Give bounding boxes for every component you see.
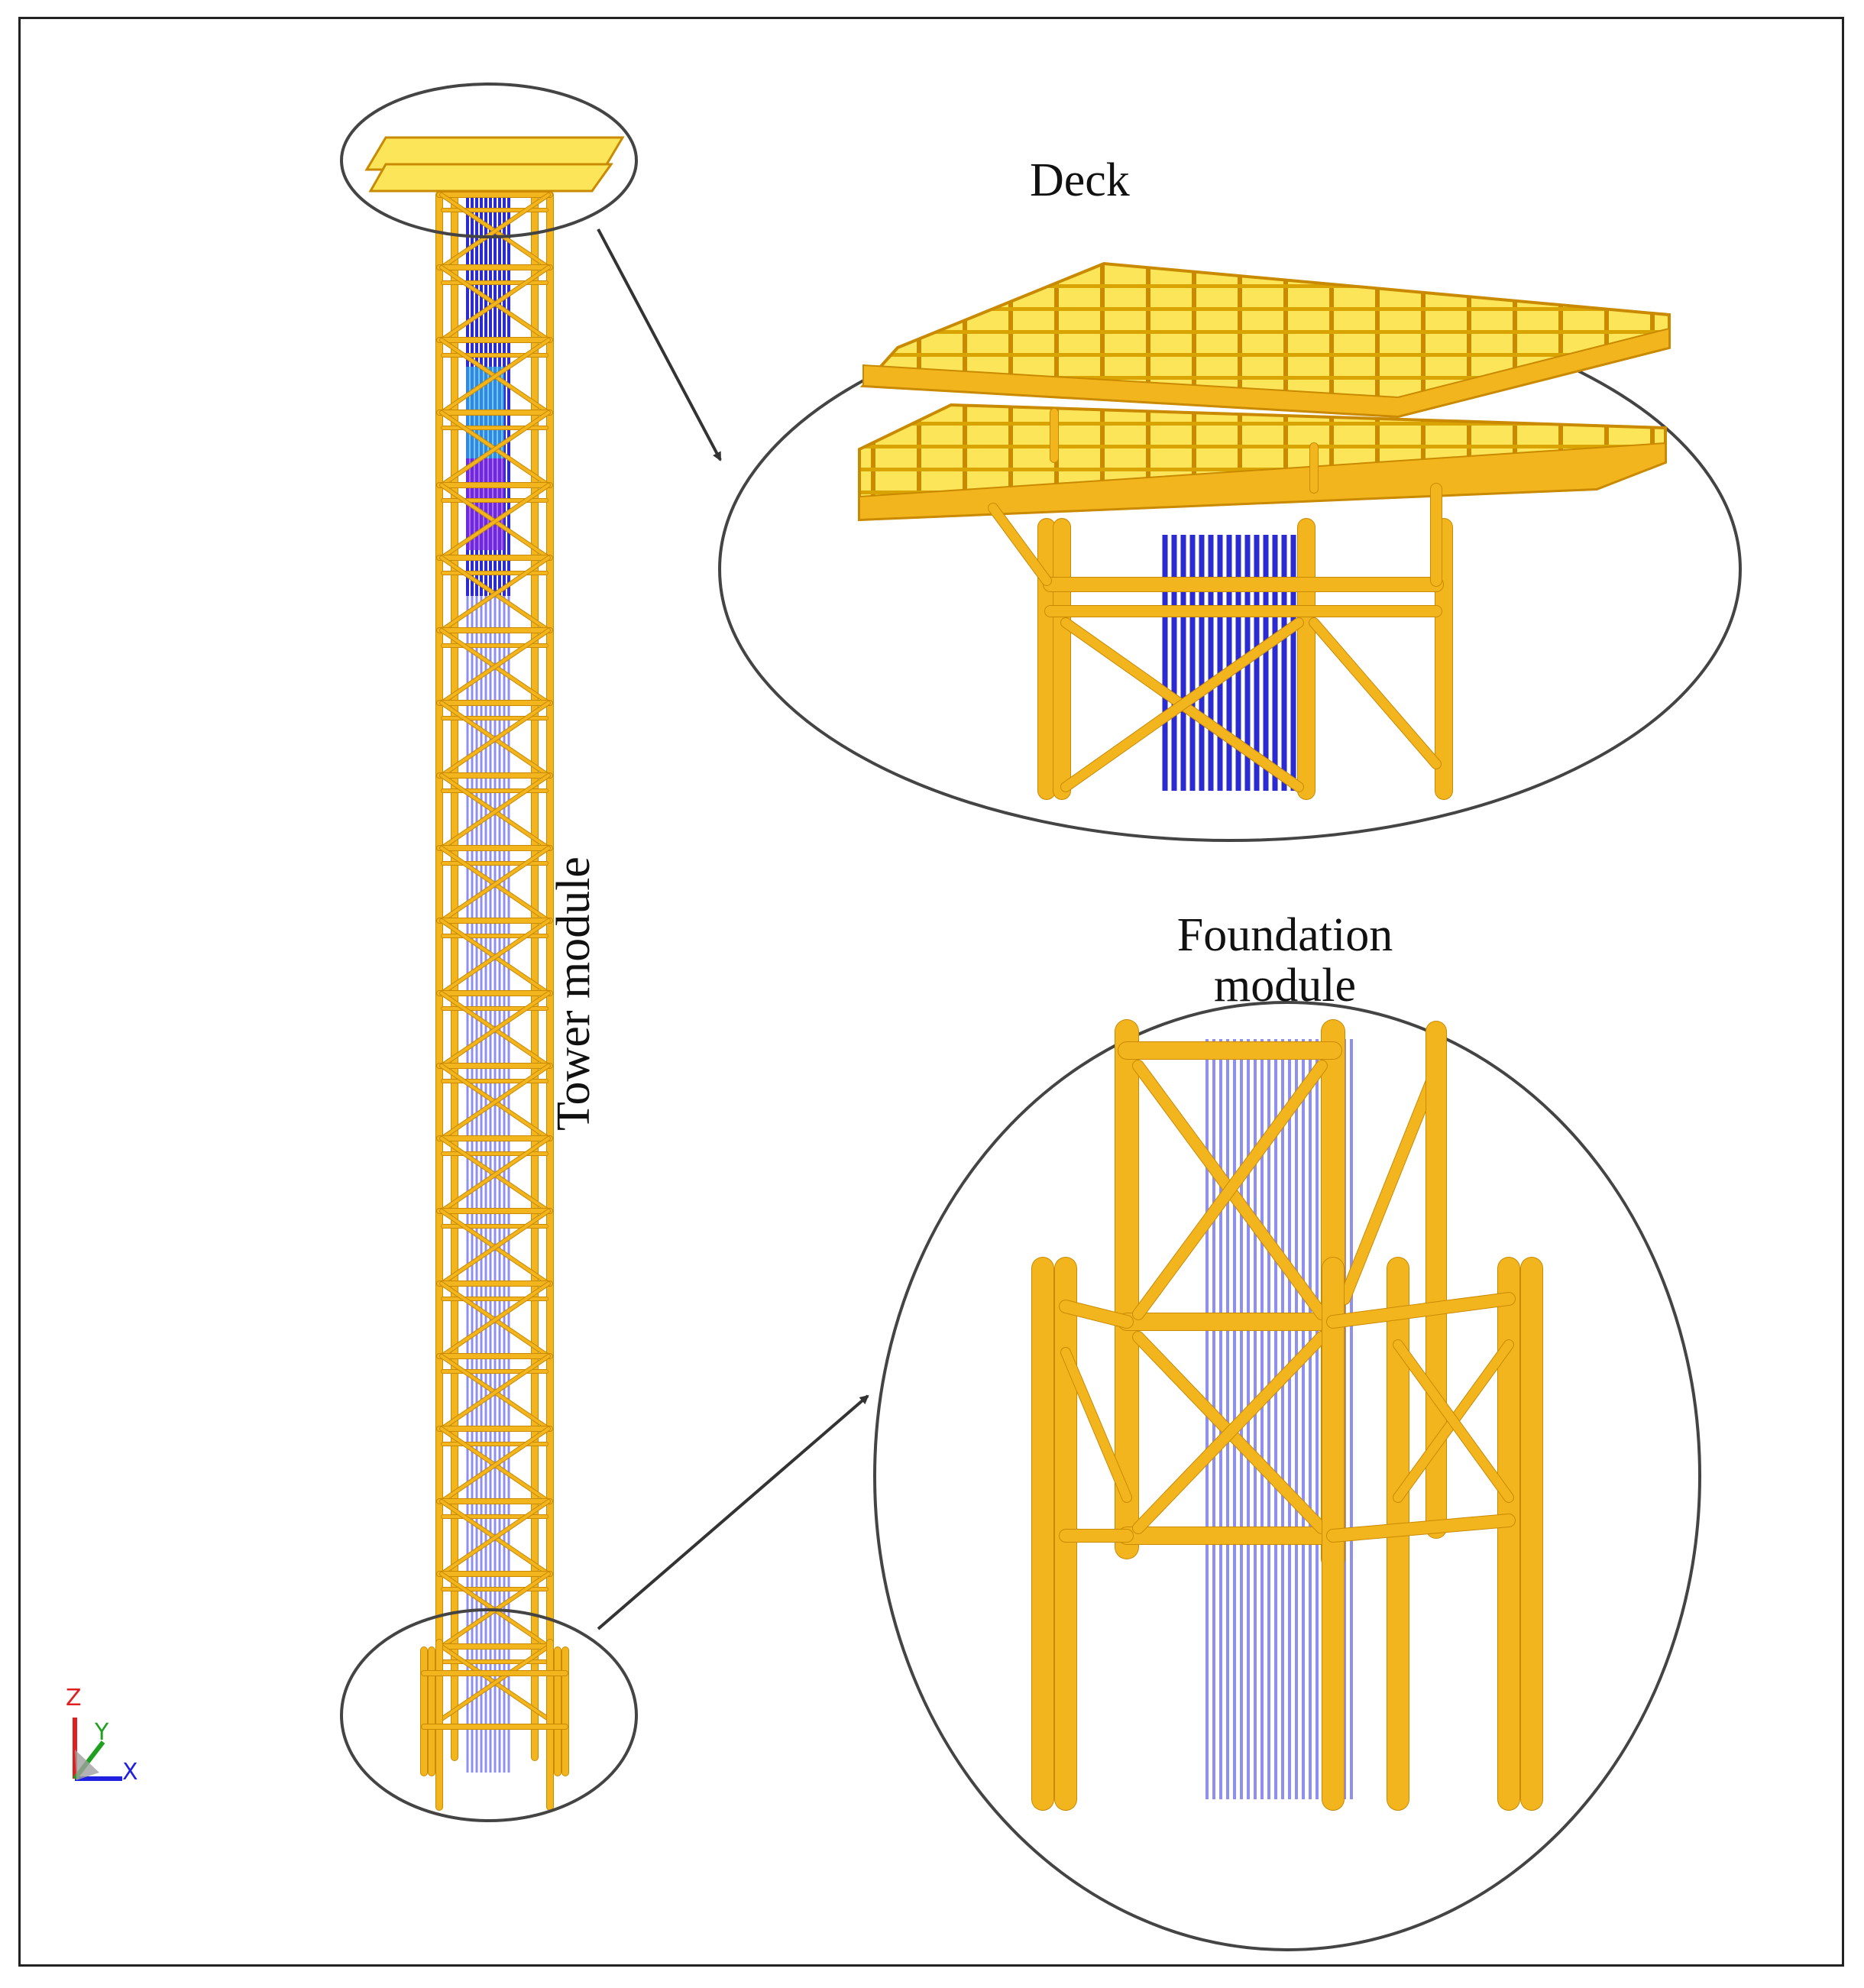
tower-brace-b-hl [440,1355,550,1430]
foundation-module-label: Foundation module [1155,909,1415,1012]
tower-brace-b-hl [440,1645,550,1721]
foundation-brace-d-hl [1133,1332,1327,1533]
deck-lower-edge [859,442,1666,521]
tower-brace-b-hl [440,556,550,632]
foundation-sleeve-link-b-hl [1327,1293,1515,1328]
deck-brace-c-hl [1309,618,1441,769]
tower-brace-b-hl [440,701,550,777]
foundation-sleeve-brace-a-hl [1061,1348,1131,1502]
foundation-label-line2: module [1214,959,1356,1012]
tower-brace-b-hl [440,1064,550,1140]
tower-deck-lower [368,163,613,193]
deck-upper-edge [862,327,1670,418]
tower-brace-b-hl [440,484,550,559]
tower-brace-b-hl [440,411,550,487]
tower-brace-b-hl [440,847,550,922]
tower-brace-b-hl [440,338,550,414]
foundation-sleeve-link-d-hl [1327,1514,1515,1542]
tower-brace-b-hl [440,1209,550,1285]
foundation-sleeve-link-a-hl [1060,1300,1133,1328]
axis-z-label: Z [66,1685,82,1711]
tower-brace-b-hl [440,1427,550,1503]
foundation-arrow [597,1394,869,1630]
tower-brace-b-hl [440,629,550,704]
tower-brace-b-hl [440,266,550,342]
tower-brace-b-hl [440,1137,550,1213]
deck-callout-circle [340,83,638,238]
deck-arrow [597,228,722,461]
foundation-brace-b-hl [1133,1060,1327,1319]
foundation-detail [1031,1019,1543,1811]
foundation-sleeve-brace-c-hl [1393,1340,1513,1502]
deck-strut-a-hl [989,503,1051,585]
tower-brace-b-hl [440,1500,550,1575]
foundation-callout-circle [340,1608,638,1822]
tower-brace-b-hl [440,774,550,850]
axis-x-label: X [122,1759,138,1786]
deck-brace-b-hl [1061,618,1303,792]
tower-brace-b-hl [440,193,550,269]
foundation-brace-e-hl [1339,1064,1442,1304]
tower-brace-b-hl [440,919,550,995]
axis-y-label: Y [95,1719,109,1746]
tower-structure [364,136,625,1811]
foundation-label-line1: Foundation [1176,909,1393,961]
deck-detail [858,261,1671,800]
foundation-detail-ellipse [873,1001,1701,1951]
tower-module-label: Tower module [548,856,600,1131]
deck-label: Deck [1030,154,1130,206]
tower-brace-b-hl [440,1282,550,1358]
tower-brace-b-hl [440,992,550,1067]
axis-triad [73,1718,122,1781]
figure-frame [18,17,1844,1967]
